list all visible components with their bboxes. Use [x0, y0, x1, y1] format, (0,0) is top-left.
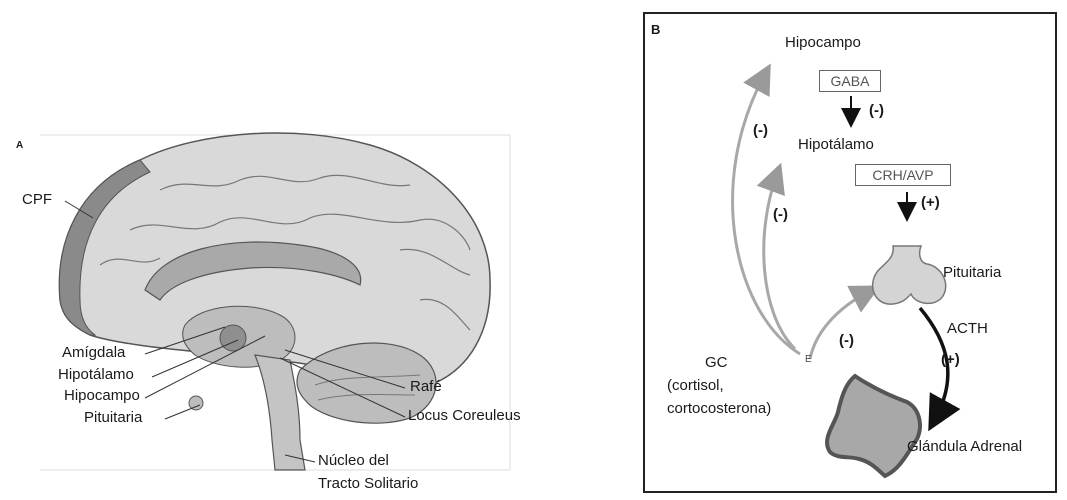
- sign-feedback-mid: (-): [773, 206, 788, 223]
- stray-mark: E: [805, 354, 812, 365]
- label-cpf: CPF: [22, 191, 52, 208]
- gc-line1: GC: [705, 354, 728, 371]
- panel-b-hpa-axis: B Hipocampo GABA (-) Hipotálamo CRH/AVP …: [643, 12, 1057, 493]
- sign-feedback-outer: (-): [753, 122, 768, 139]
- label-pituitaria: Pituitaria: [84, 409, 142, 426]
- gc-line2: (cortisol,: [667, 377, 724, 394]
- node-glandula-adrenal: Glándula Adrenal: [907, 438, 1022, 455]
- panel-a-letter: A: [16, 140, 23, 151]
- panel-b-letter: B: [651, 22, 660, 37]
- gaba-box: GABA: [819, 70, 881, 92]
- label-amigdala: Amígdala: [62, 344, 125, 361]
- label-hipotalamo: Hipotálamo: [58, 366, 134, 383]
- label-hipocampo: Hipocampo: [64, 387, 140, 404]
- sign-acth: (+): [941, 351, 960, 368]
- panel-a-brain: A CPF Amígdala Hipotálamo Hipocampo Pitu…: [0, 0, 560, 500]
- label-acth: ACTH: [947, 320, 988, 337]
- label-locus-coreuleus: Locus Coreuleus: [408, 407, 521, 424]
- sign-crh: (+): [921, 194, 940, 211]
- label-nucleo-line2: Tracto Solitario: [318, 475, 418, 492]
- label-nucleo-line1: Núcleo del: [318, 452, 389, 469]
- sign-gaba: (-): [869, 102, 884, 119]
- sign-feedback-inner: (-): [839, 332, 854, 349]
- node-pituitaria: Pituitaria: [943, 264, 1001, 281]
- label-rafe: Rafé: [410, 378, 442, 395]
- gc-line3: cortocosterona): [667, 400, 771, 417]
- node-hipocampo: Hipocampo: [785, 34, 861, 51]
- node-hipotalamo: Hipotálamo: [798, 136, 874, 153]
- crh-avp-box: CRH/AVP: [855, 164, 951, 186]
